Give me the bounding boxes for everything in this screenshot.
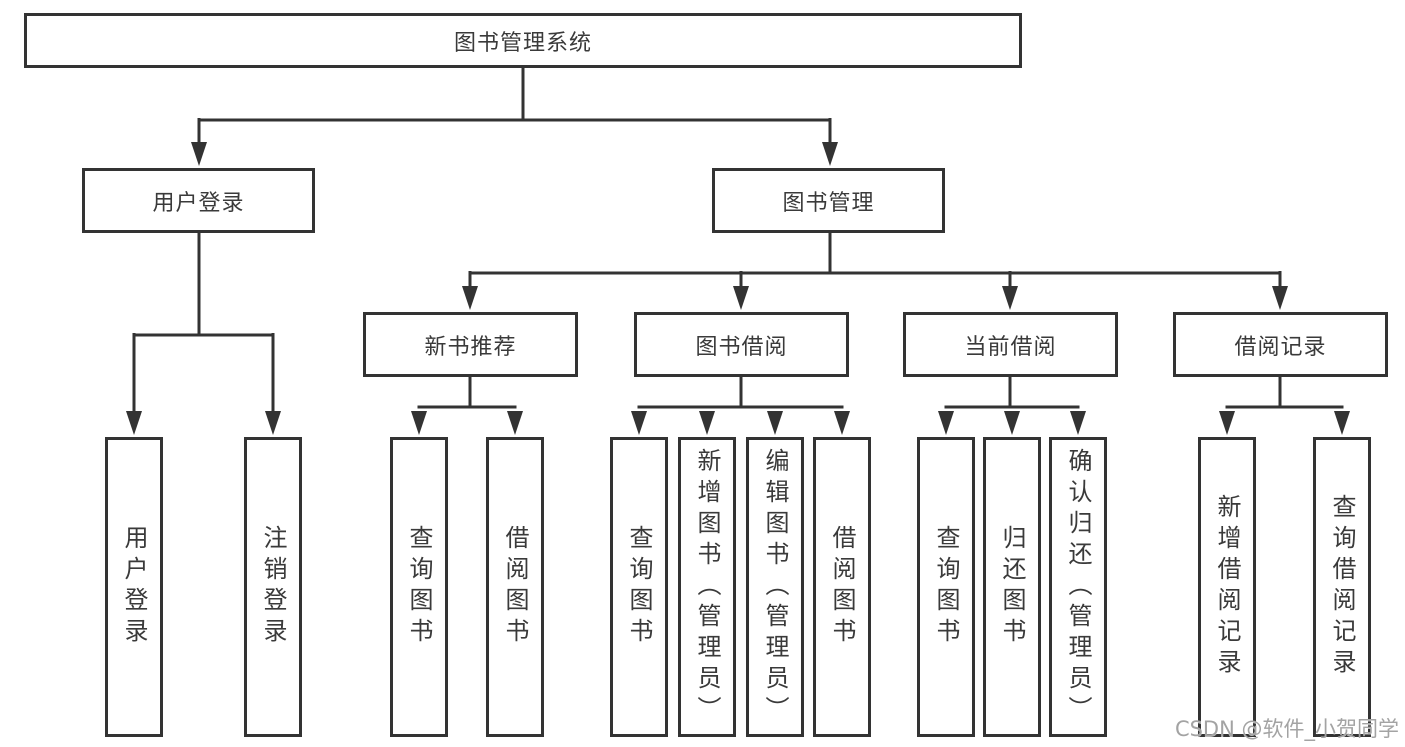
leaf-logout: 注销登录	[244, 437, 302, 737]
csdn-watermark: CSDN @软件_小贺同学	[1174, 717, 1399, 741]
leaf-recommend-borrow-books: 借阅图书	[486, 437, 544, 737]
node-book-management-label: 图书管理	[782, 190, 875, 216]
leaf-recommend-search-books: 查询图书	[390, 437, 448, 737]
node-current-borrow: 当前借阅	[903, 312, 1118, 377]
leaf-borrow-search-books-label: 查询图书	[625, 525, 653, 649]
leaf-add-borrow-record: 新增借阅记录	[1198, 437, 1256, 737]
leaf-search-borrow-record: 查询借阅记录	[1313, 437, 1371, 737]
node-borrow-record-label: 借阅记录	[1234, 334, 1327, 360]
leaf-borrow-books-label: 借阅图书	[828, 525, 856, 649]
node-root-system: 图书管理系统	[24, 13, 1022, 68]
leaf-logout-label: 注销登录	[259, 525, 287, 649]
leaf-confirm-return-admin-label: 确认归还（管理员）	[1064, 447, 1092, 727]
node-new-book-recommend-label: 新书推荐	[424, 334, 517, 360]
node-book-borrow: 图书借阅	[634, 312, 849, 377]
leaf-current-search-books-label: 查询图书	[932, 525, 960, 649]
node-current-borrow-label: 当前借阅	[964, 334, 1057, 360]
node-user-login: 用户登录	[82, 168, 315, 233]
leaf-user-login: 用户登录	[105, 437, 163, 737]
leaf-borrow-search-books: 查询图书	[610, 437, 668, 737]
leaf-edit-books-admin-label: 编辑图书（管理员）	[761, 447, 789, 727]
node-book-borrow-label: 图书借阅	[695, 334, 788, 360]
leaf-borrow-books: 借阅图书	[813, 437, 871, 737]
leaf-return-books-label: 归还图书	[998, 525, 1026, 649]
leaf-add-books-admin-label: 新增图书（管理员）	[693, 447, 721, 727]
leaf-return-books: 归还图书	[983, 437, 1041, 737]
leaf-user-login-label: 用户登录	[120, 525, 148, 649]
leaf-add-borrow-record-label: 新增借阅记录	[1213, 494, 1241, 680]
node-root-label: 图书管理系统	[453, 30, 592, 56]
node-borrow-record: 借阅记录	[1173, 312, 1388, 377]
leaf-recommend-search-books-label: 查询图书	[405, 525, 433, 649]
leaf-confirm-return-admin: 确认归还（管理员）	[1049, 437, 1107, 737]
leaf-add-books-admin: 新增图书（管理员）	[678, 437, 736, 737]
node-user-login-label: 用户登录	[152, 190, 245, 216]
leaf-edit-books-admin: 编辑图书（管理员）	[746, 437, 804, 737]
leaf-current-search-books: 查询图书	[917, 437, 975, 737]
leaf-search-borrow-record-label: 查询借阅记录	[1328, 494, 1356, 680]
node-new-book-recommend: 新书推荐	[363, 312, 578, 377]
leaf-recommend-borrow-books-label: 借阅图书	[501, 525, 529, 649]
node-book-management: 图书管理	[712, 168, 945, 233]
